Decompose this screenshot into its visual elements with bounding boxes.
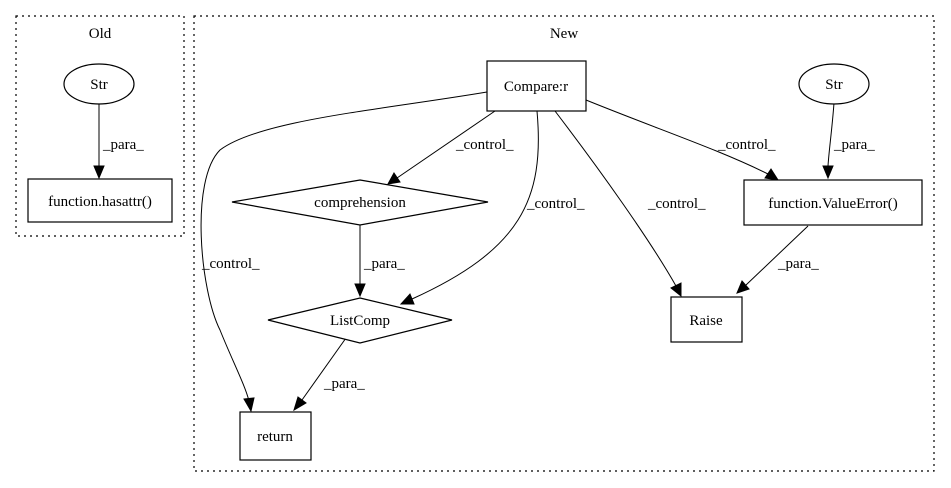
cluster-new-label: New [550,26,578,42]
node-new-str[interactable]: Str [798,63,870,105]
edge-line [554,110,677,287]
edge-label: _para_ [363,256,405,272]
node-old-str-label: Str [90,77,108,93]
cluster-old-label: Old [89,26,112,42]
edge-label: _control_ [201,256,260,272]
node-listcomp-label: ListComp [330,313,390,329]
edge-arrowhead [670,282,682,298]
edge-arrowhead [354,283,366,298]
edge-line [411,110,539,300]
edge-arrowhead [243,397,255,413]
node-return-shape [239,411,312,461]
node-compare-label: Compare:r [504,79,568,95]
node-return[interactable]: return [239,411,312,461]
node-raise-shape [670,296,743,343]
edge-label: _control_ [717,137,776,153]
node-hasattr-shape [27,178,173,223]
node-valueerror-label: function.ValueError() [768,196,898,212]
edge-label: _control_ [526,196,585,212]
node-raise[interactable]: Raise [670,296,743,343]
edge-listcomp-to-return: _para_ [293,337,365,412]
edge-label: _control_ [647,196,706,212]
cluster-new-border [193,15,935,472]
edge-arrowhead [293,396,307,412]
edge-label: _para_ [833,137,875,153]
edge-arrowhead [93,165,105,180]
node-listcomp[interactable]: ListComp [267,297,453,344]
edge-arrowhead [736,280,750,294]
node-hasattr-label: function.hasattr() [48,194,152,210]
node-return-label: return [257,429,293,445]
node-compare-shape [486,60,587,112]
cluster-old-border [15,15,185,237]
node-valueerror[interactable]: function.ValueError() [743,179,923,226]
edge-arrowhead [399,293,415,305]
node-new-str-shape [798,63,870,105]
edge-line [745,225,809,286]
edge-compare-to-return: _control_ [200,91,488,413]
cluster-old: Old [15,15,185,237]
edge-arrowhead [764,168,780,181]
node-old-str-shape [63,63,135,105]
node-comprehension-shape [231,179,489,226]
node-compare[interactable]: Compare:r [486,60,587,112]
edge-arrowhead [387,172,401,185]
cluster-new: New [193,15,935,472]
edge-line [200,91,488,402]
edge-old-str-to-hasattr: _para_ [93,103,144,180]
node-old-str[interactable]: Str [63,63,135,105]
edge-line [585,99,769,175]
node-new-str-label: Str [825,77,843,93]
node-raise-label: Raise [689,313,723,329]
edge-compare-to-raise: _control_ [554,110,706,298]
node-listcomp-shape [267,297,453,344]
edge-label: _control_ [455,137,514,153]
edge-valueerror-to-raise: _para_ [736,225,819,294]
edge-compare-to-comprehension: _control_ [387,110,514,185]
edge-arrowhead [822,165,834,180]
edge-compare-to-listcomp: _control_ [399,110,585,305]
node-valueerror-shape [743,179,923,226]
node-comprehension[interactable]: comprehension [231,179,489,226]
node-hasattr[interactable]: function.hasattr() [27,178,173,223]
edge-line [301,337,347,401]
node-comprehension-label: comprehension [314,195,406,211]
edge-compare-to-valueerror: _control_ [585,99,780,181]
edge-label: _para_ [323,376,365,392]
edge-label: _para_ [102,137,144,153]
edge-comprehension-to-listcomp: _para_ [354,225,405,298]
edge-label: _para_ [777,256,819,272]
edge-line [827,102,835,167]
edge-line [396,110,496,179]
edge-new-str-to-valueerror: _para_ [822,102,875,180]
